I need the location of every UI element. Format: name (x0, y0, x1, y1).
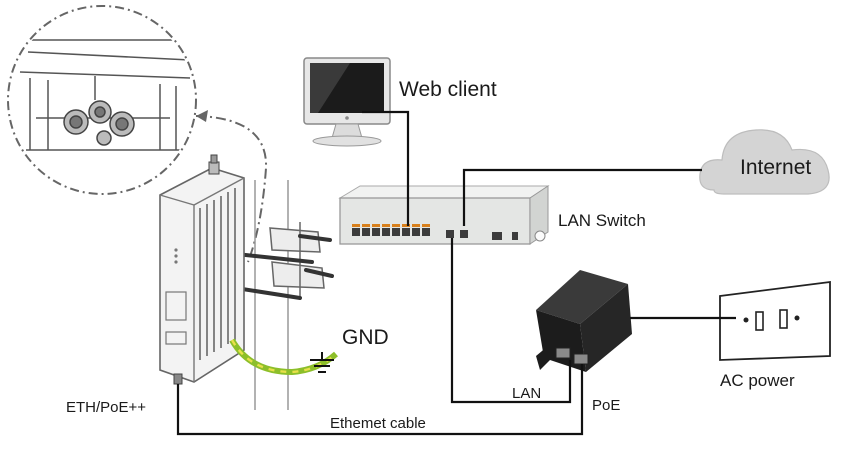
switch-icon (338, 185, 550, 245)
gnd-label: GND (342, 326, 389, 349)
ac-power-label: AC power (720, 371, 795, 390)
connector-detail-callout (7, 5, 197, 195)
connection-wires (176, 110, 736, 436)
ground-cable (229, 338, 338, 376)
eth-poe-label: ETH/PoE++ (66, 399, 146, 416)
wall-outlet-icon (719, 280, 831, 361)
wire-ethernet-cable (176, 364, 584, 436)
lan-switch-label: LAN Switch (558, 211, 646, 230)
callout-leader-line (195, 115, 268, 263)
poe-label: PoE (592, 397, 620, 414)
web-client-label: Web client (399, 78, 497, 101)
lan-label: LAN (512, 385, 541, 402)
wire-client-to-switch (362, 110, 410, 226)
wire-switch-to-poe-lan (450, 238, 572, 404)
wire-switch-to-internet (462, 168, 702, 226)
ground-icon (310, 352, 334, 373)
poe-injector-icon (536, 270, 632, 372)
mounting-bolts (234, 234, 334, 300)
access-point-device (159, 154, 245, 385)
internet-label: Internet (740, 156, 811, 179)
monitor-icon (303, 57, 391, 147)
ethernet-cable-label: Ethemet cable (330, 415, 426, 432)
